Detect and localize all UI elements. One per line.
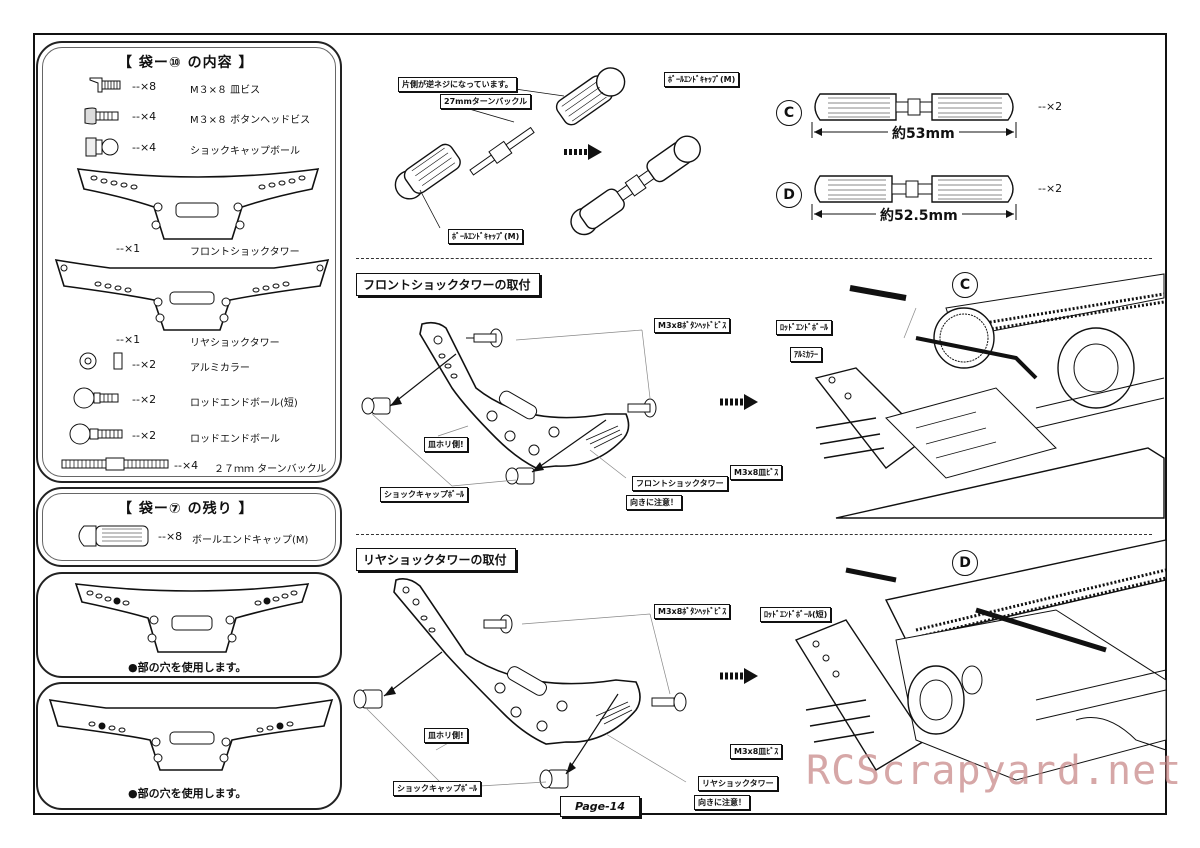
bag10-item-name: リヤショックタワー <box>190 338 280 349</box>
bag10-item-qty: --×2 <box>132 358 157 371</box>
front-flat-screw-label: M3x8皿ﾋﾞｽ <box>730 465 783 480</box>
rod-c-callout: C <box>776 100 802 126</box>
bag10-item-name: アルミカラー <box>190 363 250 374</box>
bag10-item-qty: --×2 <box>132 393 157 406</box>
rod-d-length: 約52.5mm <box>876 205 962 225</box>
watermark: RCScrapyard.net <box>806 748 1183 794</box>
rear-step-arrow <box>720 668 758 684</box>
ball-end-cap-label-top: ﾎﾞｰﾙｴﾝﾄﾞｷｬｯﾌﾟ(M) <box>664 72 740 87</box>
turnbuckle-assembly-diagram <box>394 67 701 236</box>
rod-end-ball-icon <box>69 423 123 445</box>
front-screw-label: M3x8ﾎﾞﾀﾝﾍｯﾄﾞﾋﾞｽ <box>654 318 731 333</box>
ball-end-cap-icon <box>78 525 149 547</box>
rod-d-qty: --×2 <box>1038 182 1063 195</box>
rear-chassis-diagram <box>794 539 1167 781</box>
rear-flat-screw-label: M3x8皿ﾋﾞｽ <box>730 744 783 759</box>
page-number: Page-14 <box>560 796 640 817</box>
front-shock-tower-icon <box>76 168 320 240</box>
hole-note-rear: ●部の穴を使用します。 <box>128 787 247 800</box>
bag10-item-name: M３×８ ボタンヘッドビス <box>190 115 311 126</box>
ball-end-cap-label-bottom: ﾎﾞｰﾙｴﾝﾄﾞｷｬｯﾌﾟ(M) <box>448 229 524 244</box>
section-divider <box>356 258 1152 259</box>
rod-d-callout: D <box>776 182 802 208</box>
rod-c-length: 約53mm <box>888 123 959 143</box>
rear-rod-callout: D <box>952 550 978 576</box>
rear-tower-exploded-diagram <box>353 578 687 789</box>
front-section-title: フロントショックタワーの取付 <box>356 273 540 296</box>
front-countersink-note: 皿ホリ側! <box>424 437 468 452</box>
aluminum-collar-icon <box>79 352 123 370</box>
front-rod-end-label: ﾛｯﾄﾞｴﾝﾄﾞﾎﾞｰﾙ <box>776 320 832 335</box>
bag7-item-name: ボールエンドキャップ(M) <box>192 535 309 546</box>
bag10-item-name: ロッドエンドボール <box>190 434 280 445</box>
reverse-thread-note: 片側が逆ネジになっています。 <box>398 77 517 92</box>
rod-c-qty: --×2 <box>1038 100 1063 113</box>
rear-tower-label: リヤショックタワー <box>698 776 778 791</box>
hole-note-front: ●部の穴を使用します。 <box>128 661 247 674</box>
bag10-item-qty: --×1 <box>116 242 141 255</box>
bag10-item-name: ロッドエンドボール(短) <box>190 398 298 409</box>
turnbuckle-label: 27mmターンバックル <box>440 94 532 109</box>
front-rod-callout: C <box>952 272 978 298</box>
bag10-item-qty: --×4 <box>132 110 157 123</box>
bag10-item-qty: --×1 <box>116 333 141 346</box>
bag10-title: 【 袋ー⑩ の内容 】 <box>118 55 254 71</box>
rear-rod-end-label: ﾛｯﾄﾞｴﾝﾄﾞﾎﾞｰﾙ(短) <box>760 607 832 622</box>
bag10-item-qty: --×8 <box>132 80 157 93</box>
front-tower-exploded-diagram <box>361 321 657 487</box>
rod-c-diagram <box>811 93 1017 138</box>
bag10-item-name: フロントショックタワー <box>190 247 300 258</box>
front-chassis-diagram <box>814 273 1165 519</box>
button-head-screw-icon <box>84 107 119 125</box>
front-cap-ball-label: ショックキャップﾎﾞｰﾙ <box>380 487 468 502</box>
bag10-item-name: M３×８ 皿ビス <box>190 85 261 96</box>
rod-end-ball-short-icon <box>73 387 119 409</box>
rear-tower-hole-panel <box>36 682 342 810</box>
turnbuckle-icon <box>61 457 169 471</box>
rear-screw-label: M3x8ﾎﾞﾀﾝﾍｯﾄﾞﾋﾞｽ <box>654 604 731 619</box>
front-collar-label: ｱﾙﾐｶﾗｰ <box>790 347 822 362</box>
bag10-item-name: ２７ｍｍ ターンバックル <box>214 464 327 475</box>
front-step-arrow <box>720 394 758 410</box>
bag10-item-qty: --×2 <box>132 429 157 442</box>
front-tower-label: フロントショックタワー <box>632 476 728 491</box>
countersunk-screw-icon <box>89 77 121 93</box>
rear-countersink-note: 皿ホリ側! <box>424 728 468 743</box>
rear-cap-ball-label: ショックキャップﾎﾞｰﾙ <box>393 781 481 796</box>
bag7-title: 【 袋ー⑦ の残り 】 <box>118 501 254 517</box>
bag10-item-name: ショックキャップボール <box>190 146 300 157</box>
rear-section-title: リヤショックタワーの取付 <box>356 548 516 571</box>
front-orientation-note: 向きに注意！ <box>626 495 682 510</box>
bag10-item-qty: --×4 <box>174 459 199 472</box>
bag10-panel <box>36 41 342 483</box>
front-tower-hole-diagram <box>74 583 310 653</box>
bag10-item-qty: --×4 <box>132 141 157 154</box>
rear-shock-tower-icon <box>54 258 330 331</box>
rear-orientation-note: 向きに注意！ <box>694 795 750 810</box>
section-divider <box>356 534 1152 535</box>
bag7-item-qty: --×8 <box>158 530 183 543</box>
shock-cap-ball-icon <box>85 137 119 157</box>
rear-tower-hole-diagram <box>48 699 334 771</box>
